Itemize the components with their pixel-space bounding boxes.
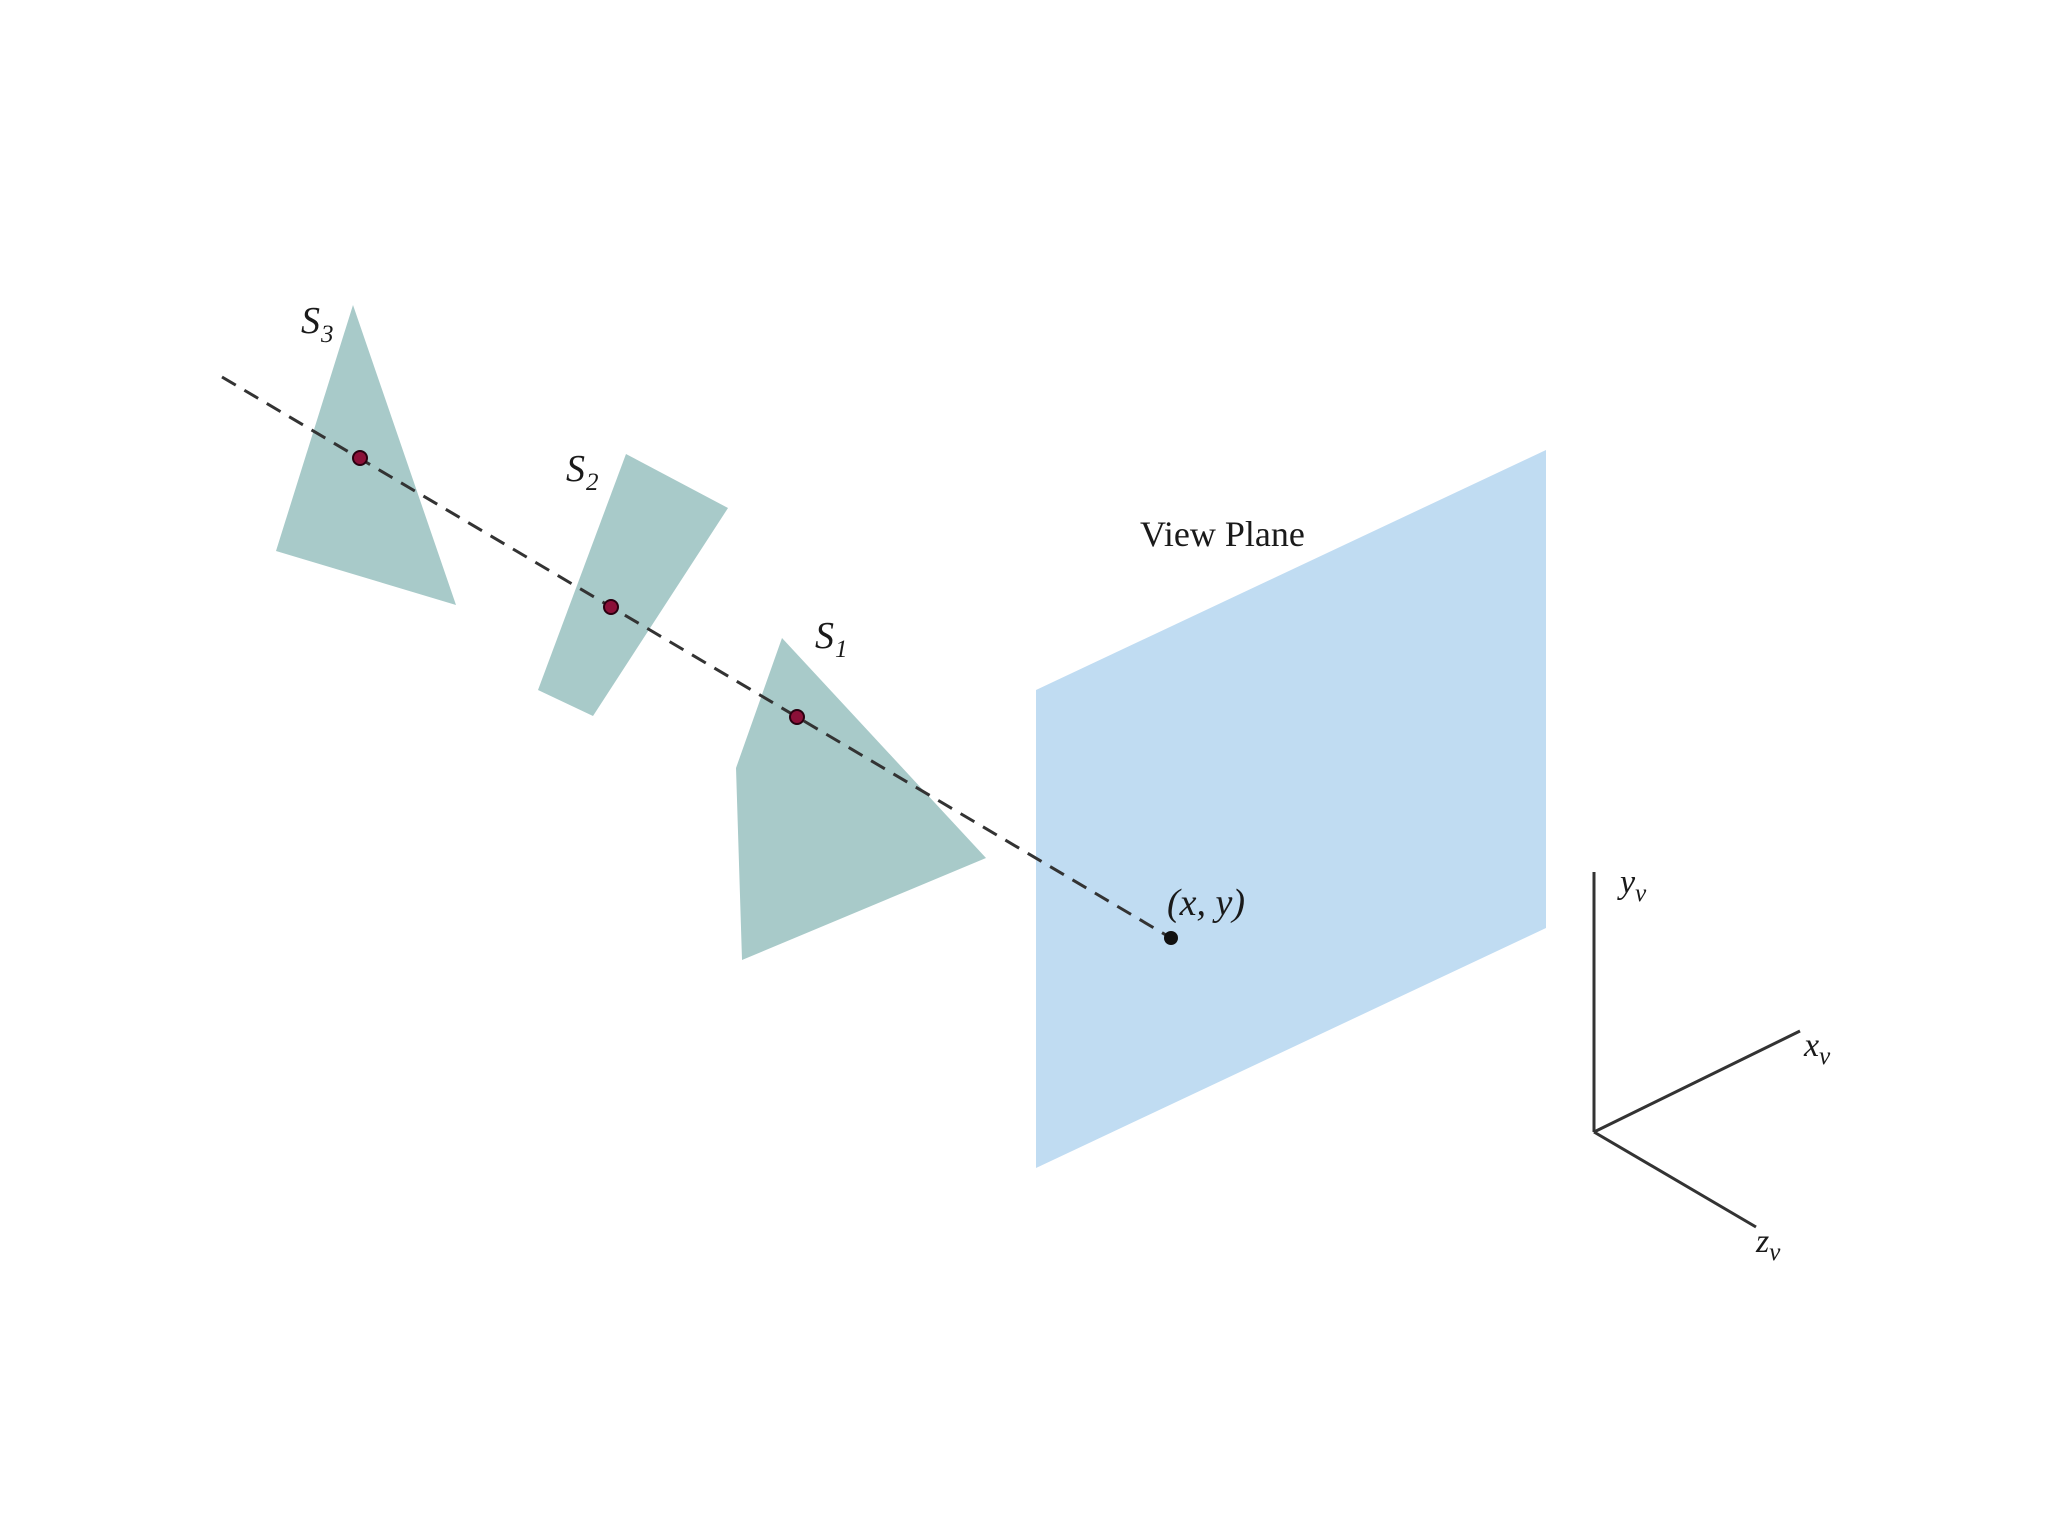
z-axis-label: zv <box>1755 1223 1781 1266</box>
intersection-point-s2 <box>603 599 619 615</box>
surface-s1-label: S1 <box>815 615 848 663</box>
intersection-point-s1 <box>789 709 805 725</box>
surface-s2-label: S2 <box>566 448 599 496</box>
projection-ray <box>221 375 1172 940</box>
view-plane <box>1036 450 1546 1168</box>
y-axis-label: yv <box>1617 864 1647 907</box>
x-axis-label: xv <box>1803 1027 1831 1070</box>
surface-s1-polygon <box>736 638 986 960</box>
view-plane-label: View Plane <box>1140 514 1305 554</box>
pixel-point <box>1164 931 1178 945</box>
surface-s2-polygon <box>538 454 728 716</box>
x-axis-line <box>1593 1029 1801 1134</box>
z-axis-line <box>1593 1130 1757 1229</box>
surface-s3-label: S3 <box>301 300 334 348</box>
intersection-point-s3 <box>352 450 368 466</box>
coordinate-axes <box>1592 872 1801 1229</box>
pixel-label: (x, y) <box>1167 882 1245 924</box>
